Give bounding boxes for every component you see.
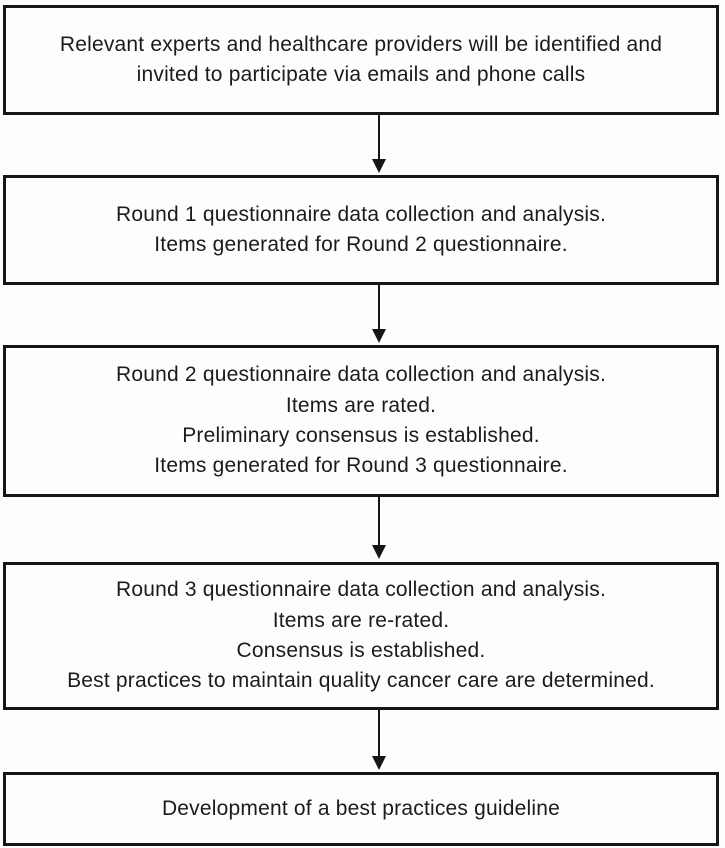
- flow-box-round-3: Round 3 questionnaire data collection an…: [3, 562, 719, 710]
- down-arrow-connector-2: [371, 285, 387, 343]
- arrow-shaft: [378, 285, 380, 331]
- arrow-head-icon: [372, 159, 386, 173]
- flow-box-recruit-participants: Relevant experts and healthcare provider…: [3, 5, 719, 115]
- arrow-shaft: [378, 710, 380, 758]
- arrow-shaft: [378, 115, 380, 161]
- arrow-head-icon: [372, 329, 386, 343]
- flow-box-guideline-development: Development of a best practices guidelin…: [3, 772, 719, 846]
- flow-box-text: Round 3 questionnaire data collection an…: [67, 578, 655, 693]
- flow-box-text: Relevant experts and healthcare provider…: [59, 32, 663, 86]
- down-arrow-connector-4: [371, 710, 387, 770]
- flow-box-text: Development of a best practices guidelin…: [161, 796, 561, 820]
- flow-box-text: Round 1 questionnaire data collection an…: [115, 202, 607, 256]
- flow-box-round-2: Round 2 questionnaire data collection an…: [3, 345, 719, 497]
- down-arrow-connector-1: [371, 115, 387, 173]
- arrow-head-icon: [372, 545, 386, 559]
- flow-box-text: Round 2 questionnaire data collection an…: [115, 363, 607, 478]
- arrow-shaft: [378, 497, 380, 547]
- arrow-head-icon: [372, 756, 386, 770]
- down-arrow-connector-3: [371, 497, 387, 559]
- flow-box-round-1: Round 1 questionnaire data collection an…: [3, 175, 719, 285]
